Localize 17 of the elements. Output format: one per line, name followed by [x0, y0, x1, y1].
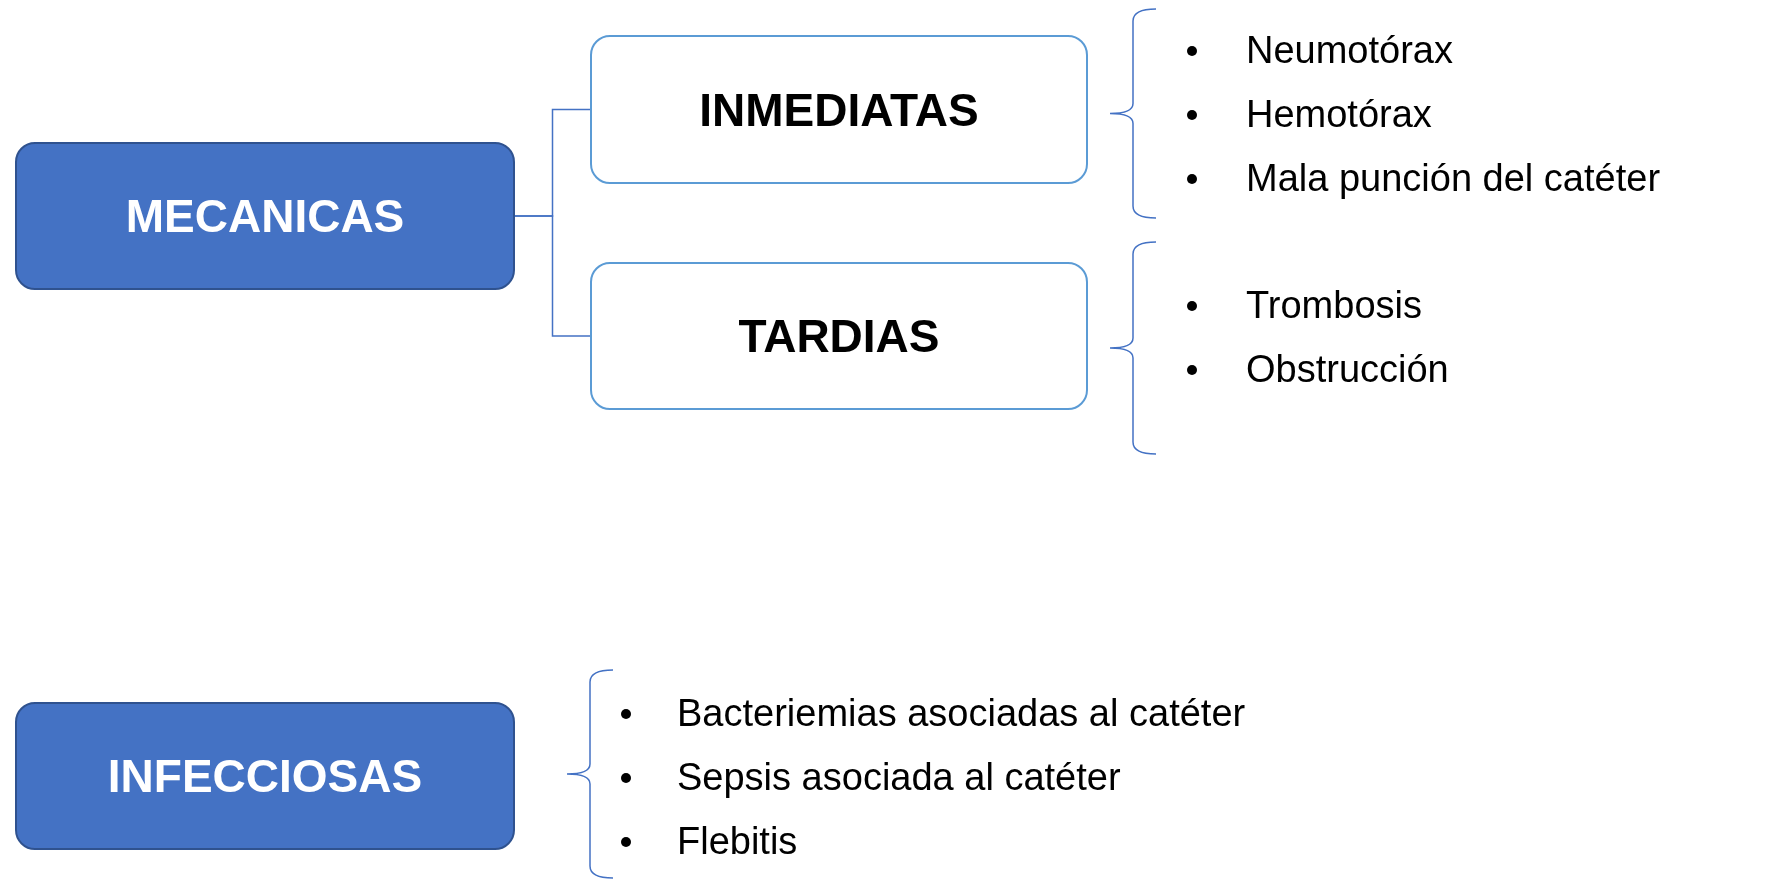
category-box: [15, 702, 515, 850]
category-box: [15, 142, 515, 290]
list-item: Hemotórax: [1246, 92, 1432, 137]
list-item: Obstrucción: [1246, 347, 1449, 392]
list-item: Bacteriemias asociadas al catéter: [677, 691, 1246, 736]
box-title: INMEDIATAS: [699, 82, 979, 137]
list-item: Neumotórax: [1246, 28, 1453, 73]
list-item: Sepsis asociada al catéter: [677, 755, 1121, 800]
list-item: Flebitis: [677, 819, 798, 864]
box-title: INFECCIOSAS: [107, 749, 423, 803]
list-item: Trombosis: [1246, 283, 1422, 328]
connector-line: [514, 215, 591, 337]
subcategory-box: [590, 35, 1088, 184]
list-item: Mala punción del catéter: [1246, 156, 1661, 201]
subcategory-box: [590, 262, 1088, 410]
box-title: TARDIAS: [738, 309, 940, 363]
box-title: MECANICAS: [125, 189, 405, 243]
